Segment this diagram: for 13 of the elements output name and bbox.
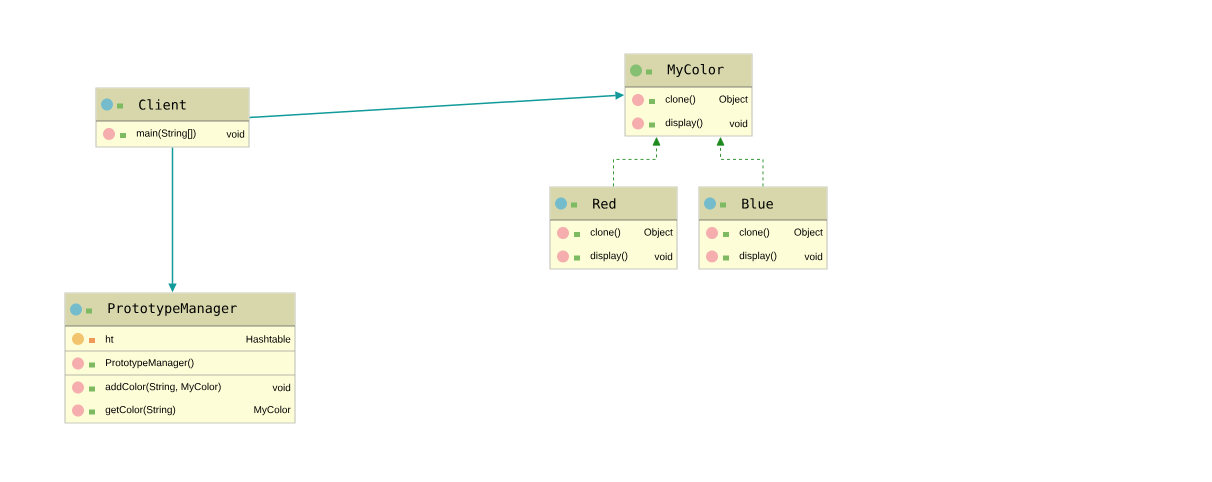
member-row: ht Hashtable bbox=[105, 335, 291, 343]
member-row: PrototypeManager() bbox=[106, 358, 194, 369]
member-row: display() void bbox=[590, 251, 673, 262]
member-row: addColor(String, MyColor) void bbox=[105, 382, 291, 393]
member-row: getColor(String) MyColor bbox=[105, 405, 291, 416]
member-row: main(String[]) void bbox=[136, 129, 245, 139]
arrow bbox=[716, 137, 764, 187]
member-row: clone() Object bbox=[665, 95, 748, 105]
member-row: display() void bbox=[665, 118, 748, 129]
member-row: display() void bbox=[739, 251, 823, 262]
arrow bbox=[613, 137, 661, 187]
member-row: clone() Object bbox=[590, 228, 673, 238]
member-row: clone() Object bbox=[739, 228, 823, 238]
